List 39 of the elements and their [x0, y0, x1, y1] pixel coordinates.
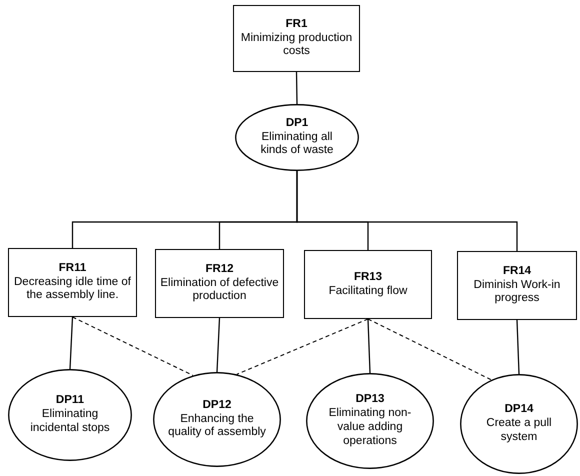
dashed-connector [72, 316, 194, 376]
connector-line [69, 316, 74, 370]
design-parameter-ellipse [153, 372, 281, 467]
connector-line [367, 318, 371, 374]
connector-line [216, 318, 220, 372]
node-id: FR14 [502, 264, 532, 279]
connector-line [516, 320, 520, 374]
node-text: Eliminating all kinds of waste [260, 130, 334, 158]
node-text: Eliminating non-value adding operations [328, 407, 412, 449]
requirement-box [457, 251, 577, 320]
dashed-connector [236, 318, 368, 375]
node-id: DP12 [202, 398, 232, 413]
requirement-box [8, 248, 137, 317]
design-parameter-ellipse [460, 374, 578, 474]
design-parameter-ellipse [306, 373, 434, 469]
connector-line [296, 72, 298, 104]
node-text: Enhancing the quality of assembly [167, 412, 267, 440]
node-text: Create a pull system [485, 417, 553, 445]
node-text: Diminish Work-in progress [472, 278, 562, 306]
node-text: Minimizing production costs [240, 32, 354, 60]
node-text: Decreasing idle time of the assembly line. [13, 276, 132, 304]
node-id: DP14 [504, 403, 534, 418]
dashed-connector [368, 318, 492, 380]
node-id: FR12 [205, 262, 234, 277]
requirement-box [304, 250, 432, 319]
requirement-box [233, 5, 360, 72]
node-id: FR13 [354, 270, 382, 284]
requirement-box [155, 249, 284, 318]
design-parameter-ellipse [235, 104, 359, 171]
node-id: DP11 [56, 394, 84, 408]
node-id: FR1 [286, 18, 308, 32]
node-text: Facilitating flow [328, 284, 408, 298]
connector-line [296, 171, 518, 251]
node-id: FR11 [58, 262, 86, 276]
node-text: Elimination of defective production [159, 276, 280, 304]
node-id: DP13 [356, 393, 384, 408]
node-text: Eliminating incidental stops [29, 408, 111, 436]
node-id: DP1 [286, 116, 308, 131]
design-parameter-ellipse [8, 369, 132, 461]
